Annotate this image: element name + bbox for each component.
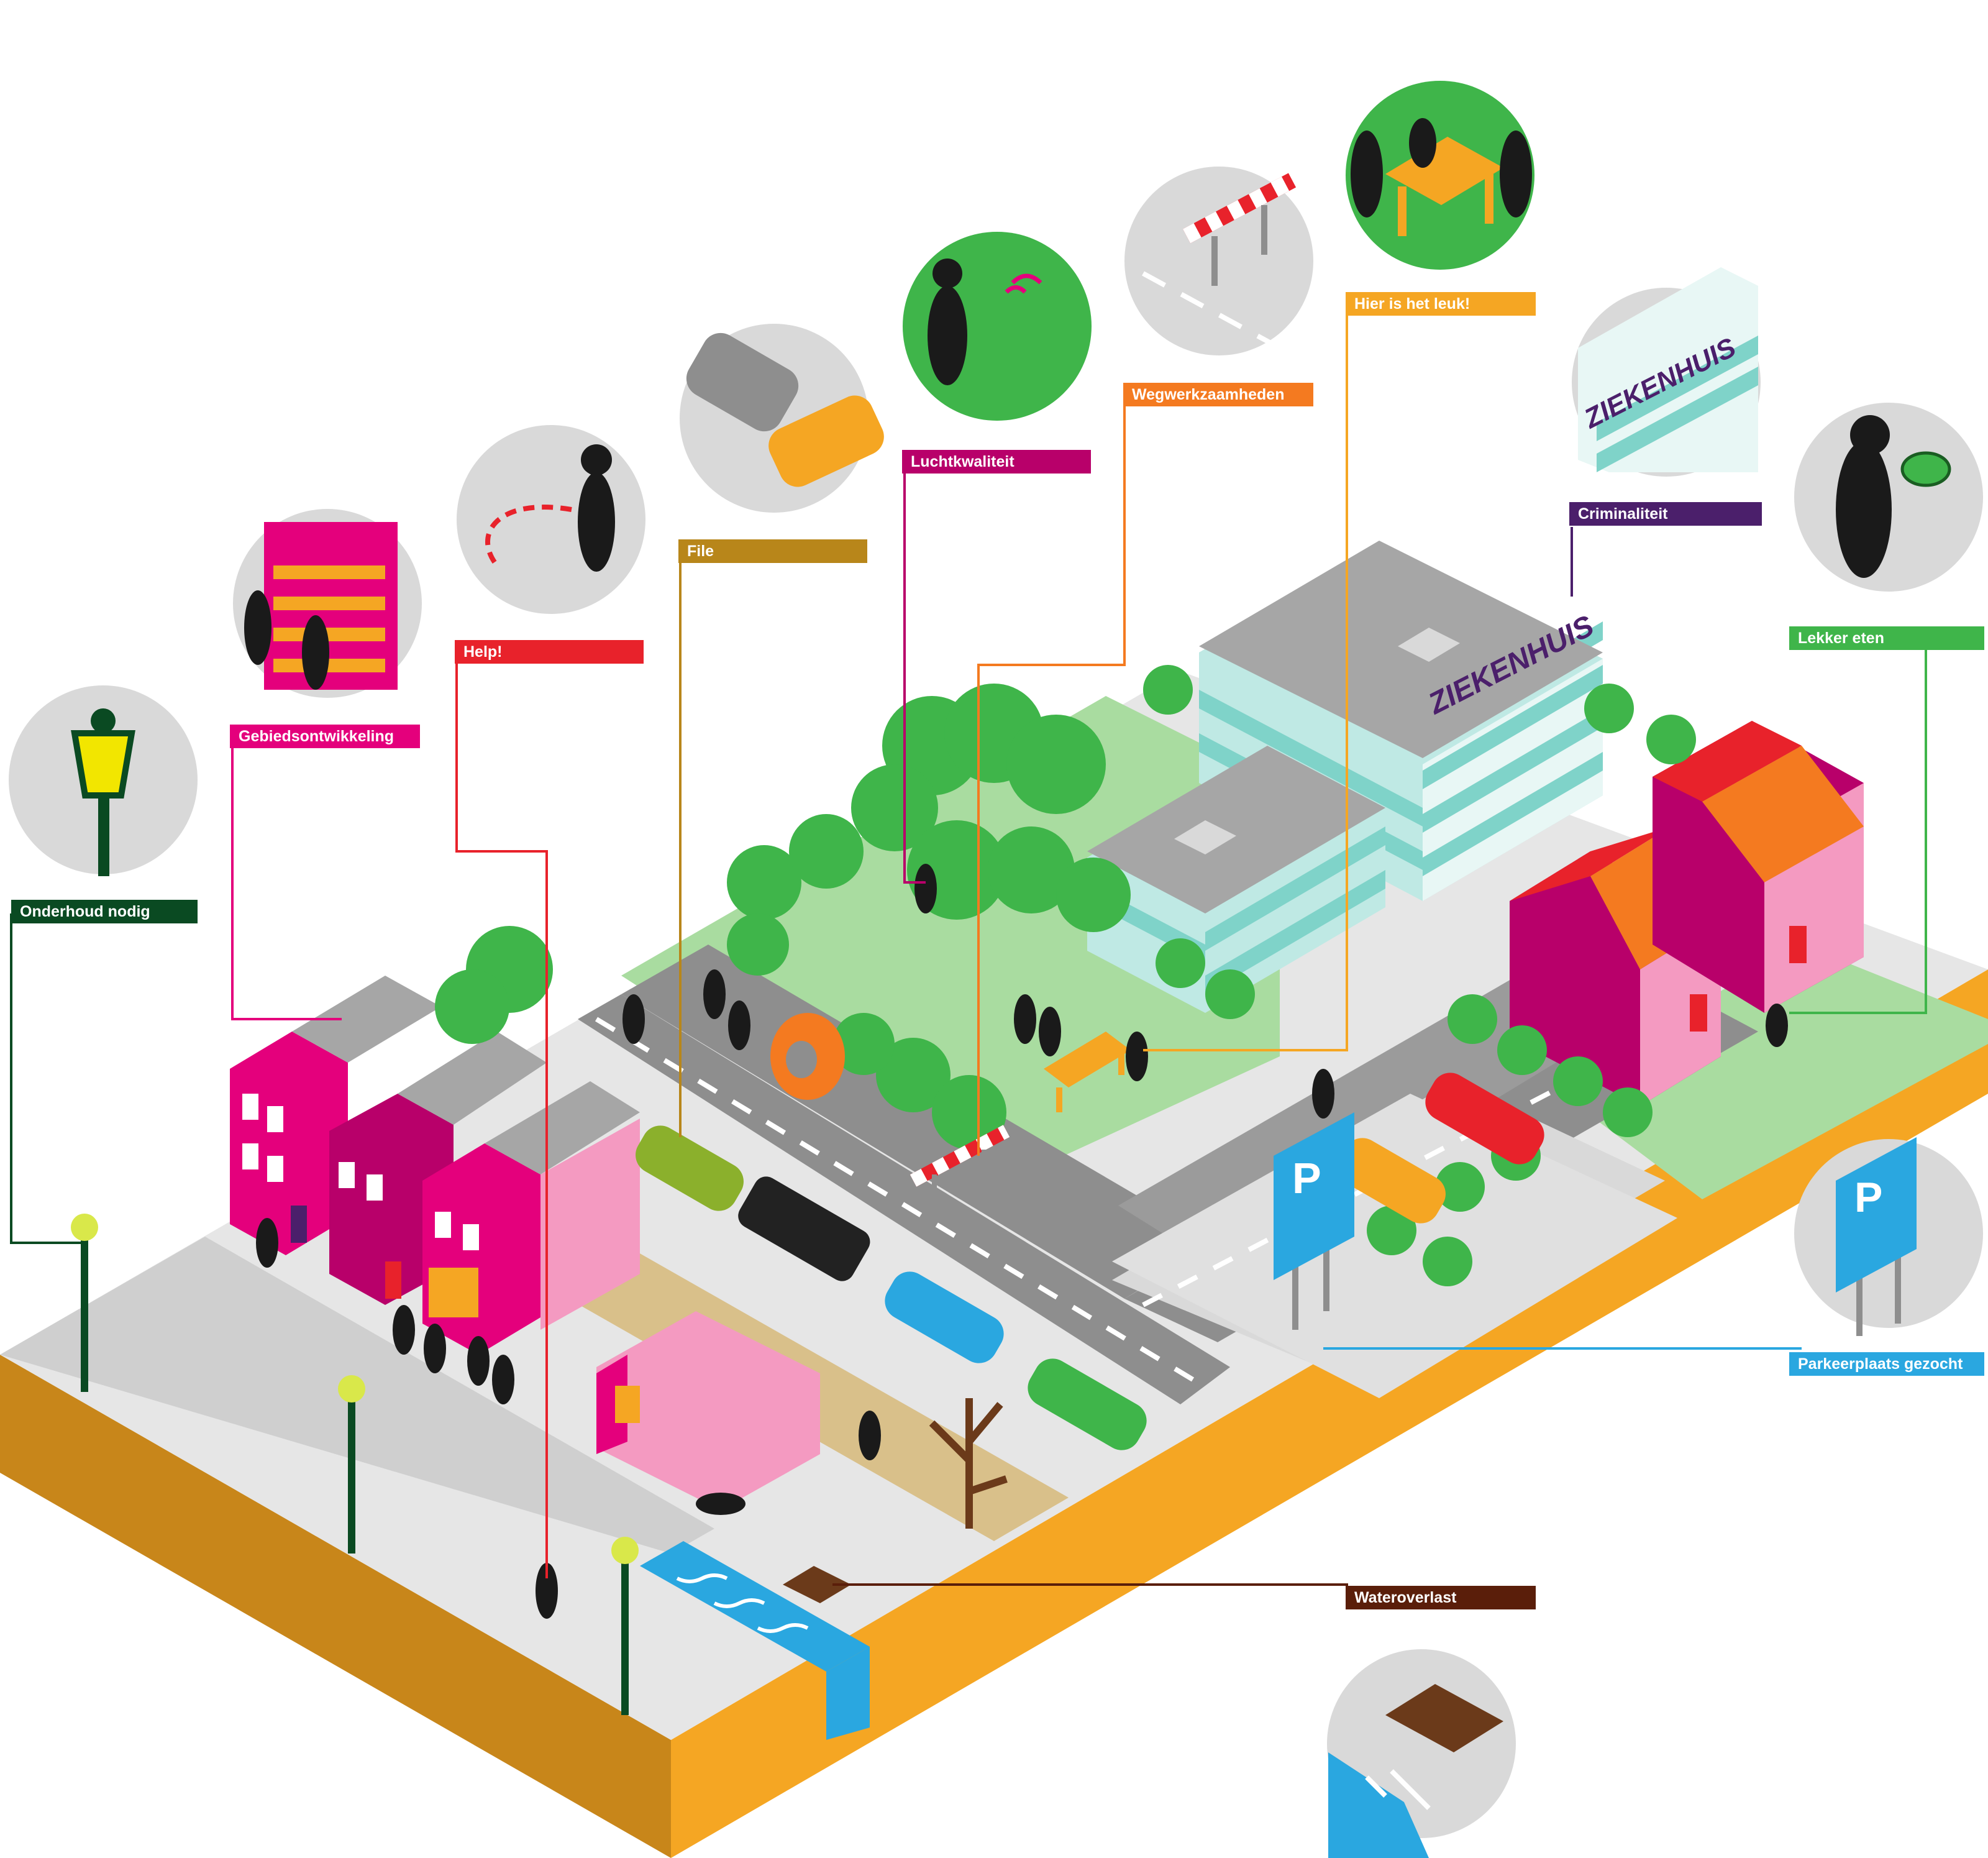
svg-text:P: P (1292, 1154, 1321, 1202)
roadblock-icon (1124, 167, 1313, 355)
canal (640, 1541, 870, 1740)
street-lamp-icon (9, 685, 198, 876)
label-wateroverlast[interactable]: Wateroverlast (1346, 1586, 1536, 1609)
label-criminaliteit[interactable]: Criminaliteit (1569, 502, 1762, 526)
label-parkeerplaats-gezocht[interactable]: Parkeerplaats gezocht (1789, 1352, 1984, 1376)
drain-grate (783, 1566, 851, 1603)
parking-sign-icon: P (1794, 1137, 1983, 1336)
signal-person-icon (903, 232, 1092, 421)
label-onderhoud-nodig[interactable]: Onderhoud nodig (11, 900, 198, 923)
waiter-icon (1794, 403, 1983, 592)
houses-left (230, 976, 640, 1355)
picnic-table (1044, 1032, 1131, 1112)
label-help[interactable]: Help! (455, 640, 644, 664)
dog (696, 1493, 746, 1515)
label-wegwerkzaamheden[interactable]: Wegwerkzaamheden (1123, 383, 1313, 406)
picnic-table-icon (1346, 81, 1534, 270)
ruined-house (596, 1311, 820, 1510)
bare-tree (929, 1398, 1008, 1529)
traffic-jam-icon (680, 324, 884, 513)
street-lamps (71, 1214, 639, 1715)
label-luchtkwaliteit[interactable]: Luchtkwaliteit (902, 450, 1091, 474)
connector-lines (10, 306, 1927, 1586)
trees (435, 665, 1696, 1286)
svg-text:P: P (1854, 1174, 1882, 1221)
hospital: ZIEKENHUIS (1087, 541, 1603, 1013)
drain-icon (1327, 1649, 1516, 1858)
label-lekker-eten[interactable]: Lekker eten (1789, 626, 1984, 650)
label-file[interactable]: File (678, 539, 867, 563)
right-lawn (1553, 945, 1988, 1199)
parking-sign-street: P (1274, 1112, 1354, 1330)
road-barrier (910, 1125, 1010, 1218)
people (256, 864, 1788, 1619)
label-gebiedsontwikkeling[interactable]: Gebiedsontwikkeling (230, 725, 420, 748)
pedestrian-path-icon (457, 425, 645, 614)
houses-right (1510, 721, 1864, 1106)
label-hier-is-het-leuk[interactable]: Hier is het leuk! (1346, 292, 1536, 316)
cable-spool (770, 1013, 845, 1100)
boarded-house-icon (233, 509, 422, 698)
hospital-icon: ZIEKENHUIS (1572, 267, 1761, 477)
cars (636, 1073, 1544, 1450)
